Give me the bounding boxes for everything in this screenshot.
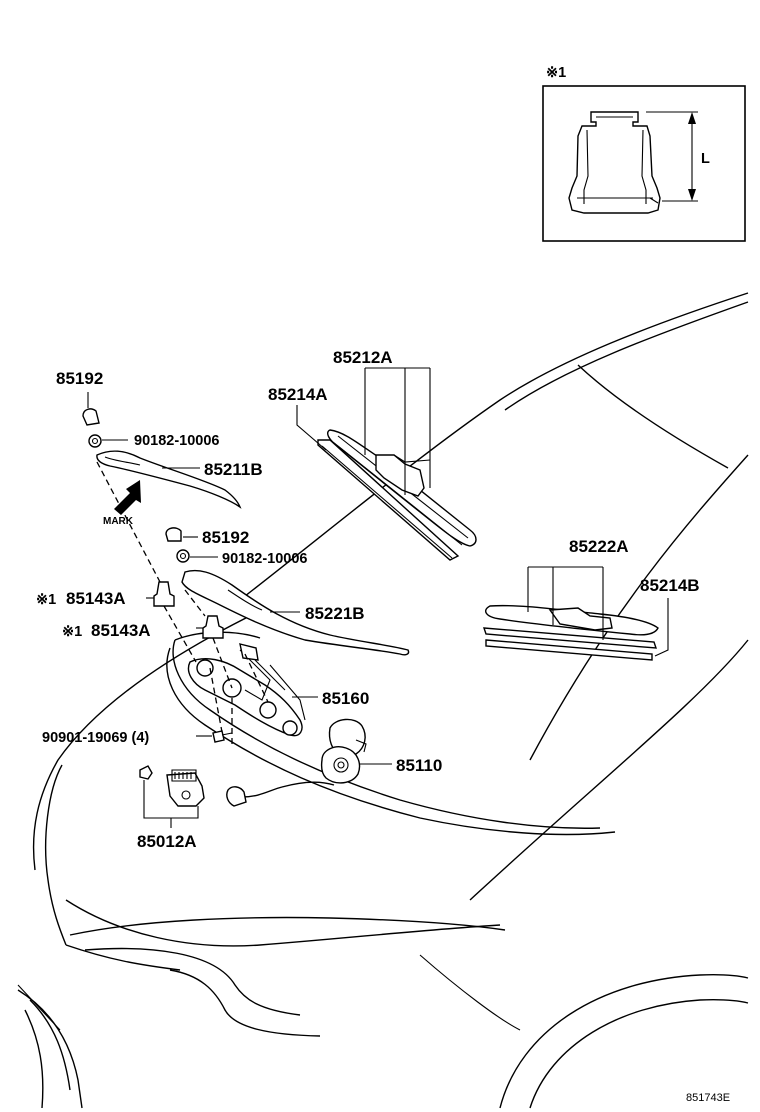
label-cap-upper: 85192 [56,369,103,388]
inset-frame [542,85,746,242]
label-bushing-b: 85143A [91,621,151,640]
label-front-arm: 85211B [204,460,263,479]
front-wiper-blade [317,429,477,561]
leader-lines [87,367,669,828]
label-bushing-b-prefix: ※1 [62,624,82,640]
bolt [212,730,233,743]
label-bushing-a: 85143A [66,589,126,608]
cap-upper [82,408,100,426]
cap-lower [165,527,182,542]
label-rear-blade: 85222A [569,537,629,556]
bushing-b [202,615,224,639]
bushing-profile-drawing [568,111,661,214]
nut-upper [88,434,102,448]
rear-wiper-arm [181,569,410,656]
label-front-blade: 85212A [333,348,393,367]
label-bushing-a-prefix: ※1 [36,592,56,608]
vehicle-outline [17,292,749,1109]
dimension-label: L [701,151,710,167]
part-labels: 85192 90182-10006 85211B 85192 90182-100… [36,348,700,851]
mark-label: MARK [103,516,134,527]
label-bolt: 90901-19069 (4) [42,730,149,746]
label-rear-arm: 85221B [305,604,365,623]
harness-plug [226,786,247,807]
figure-code: 851743E [686,1092,730,1104]
bushing-a [153,581,175,607]
connector [139,765,205,807]
wiring-harness [241,781,335,798]
wiper-link-assembly [187,643,306,737]
label-front-rubber: 85214A [268,385,328,404]
inset-detail: ※1 L [542,65,746,242]
inset-marker: ※1 [546,65,566,81]
rear-wiper-blade [483,604,659,661]
label-nut-upper: 90182-10006 [134,433,219,449]
wiper-motor [320,718,367,784]
label-nut-lower: 90182-10006 [222,551,307,567]
label-rear-rubber: 85214B [640,576,700,595]
mark-arrow [114,480,141,515]
front-wiper-arm [96,450,242,509]
label-cap-lower: 85192 [202,528,249,547]
label-link-assembly: 85160 [322,689,369,708]
label-motor: 85110 [396,756,442,775]
label-connector: 85012A [137,832,197,851]
dimension-l: L [646,111,710,202]
nut-lower [176,549,190,563]
